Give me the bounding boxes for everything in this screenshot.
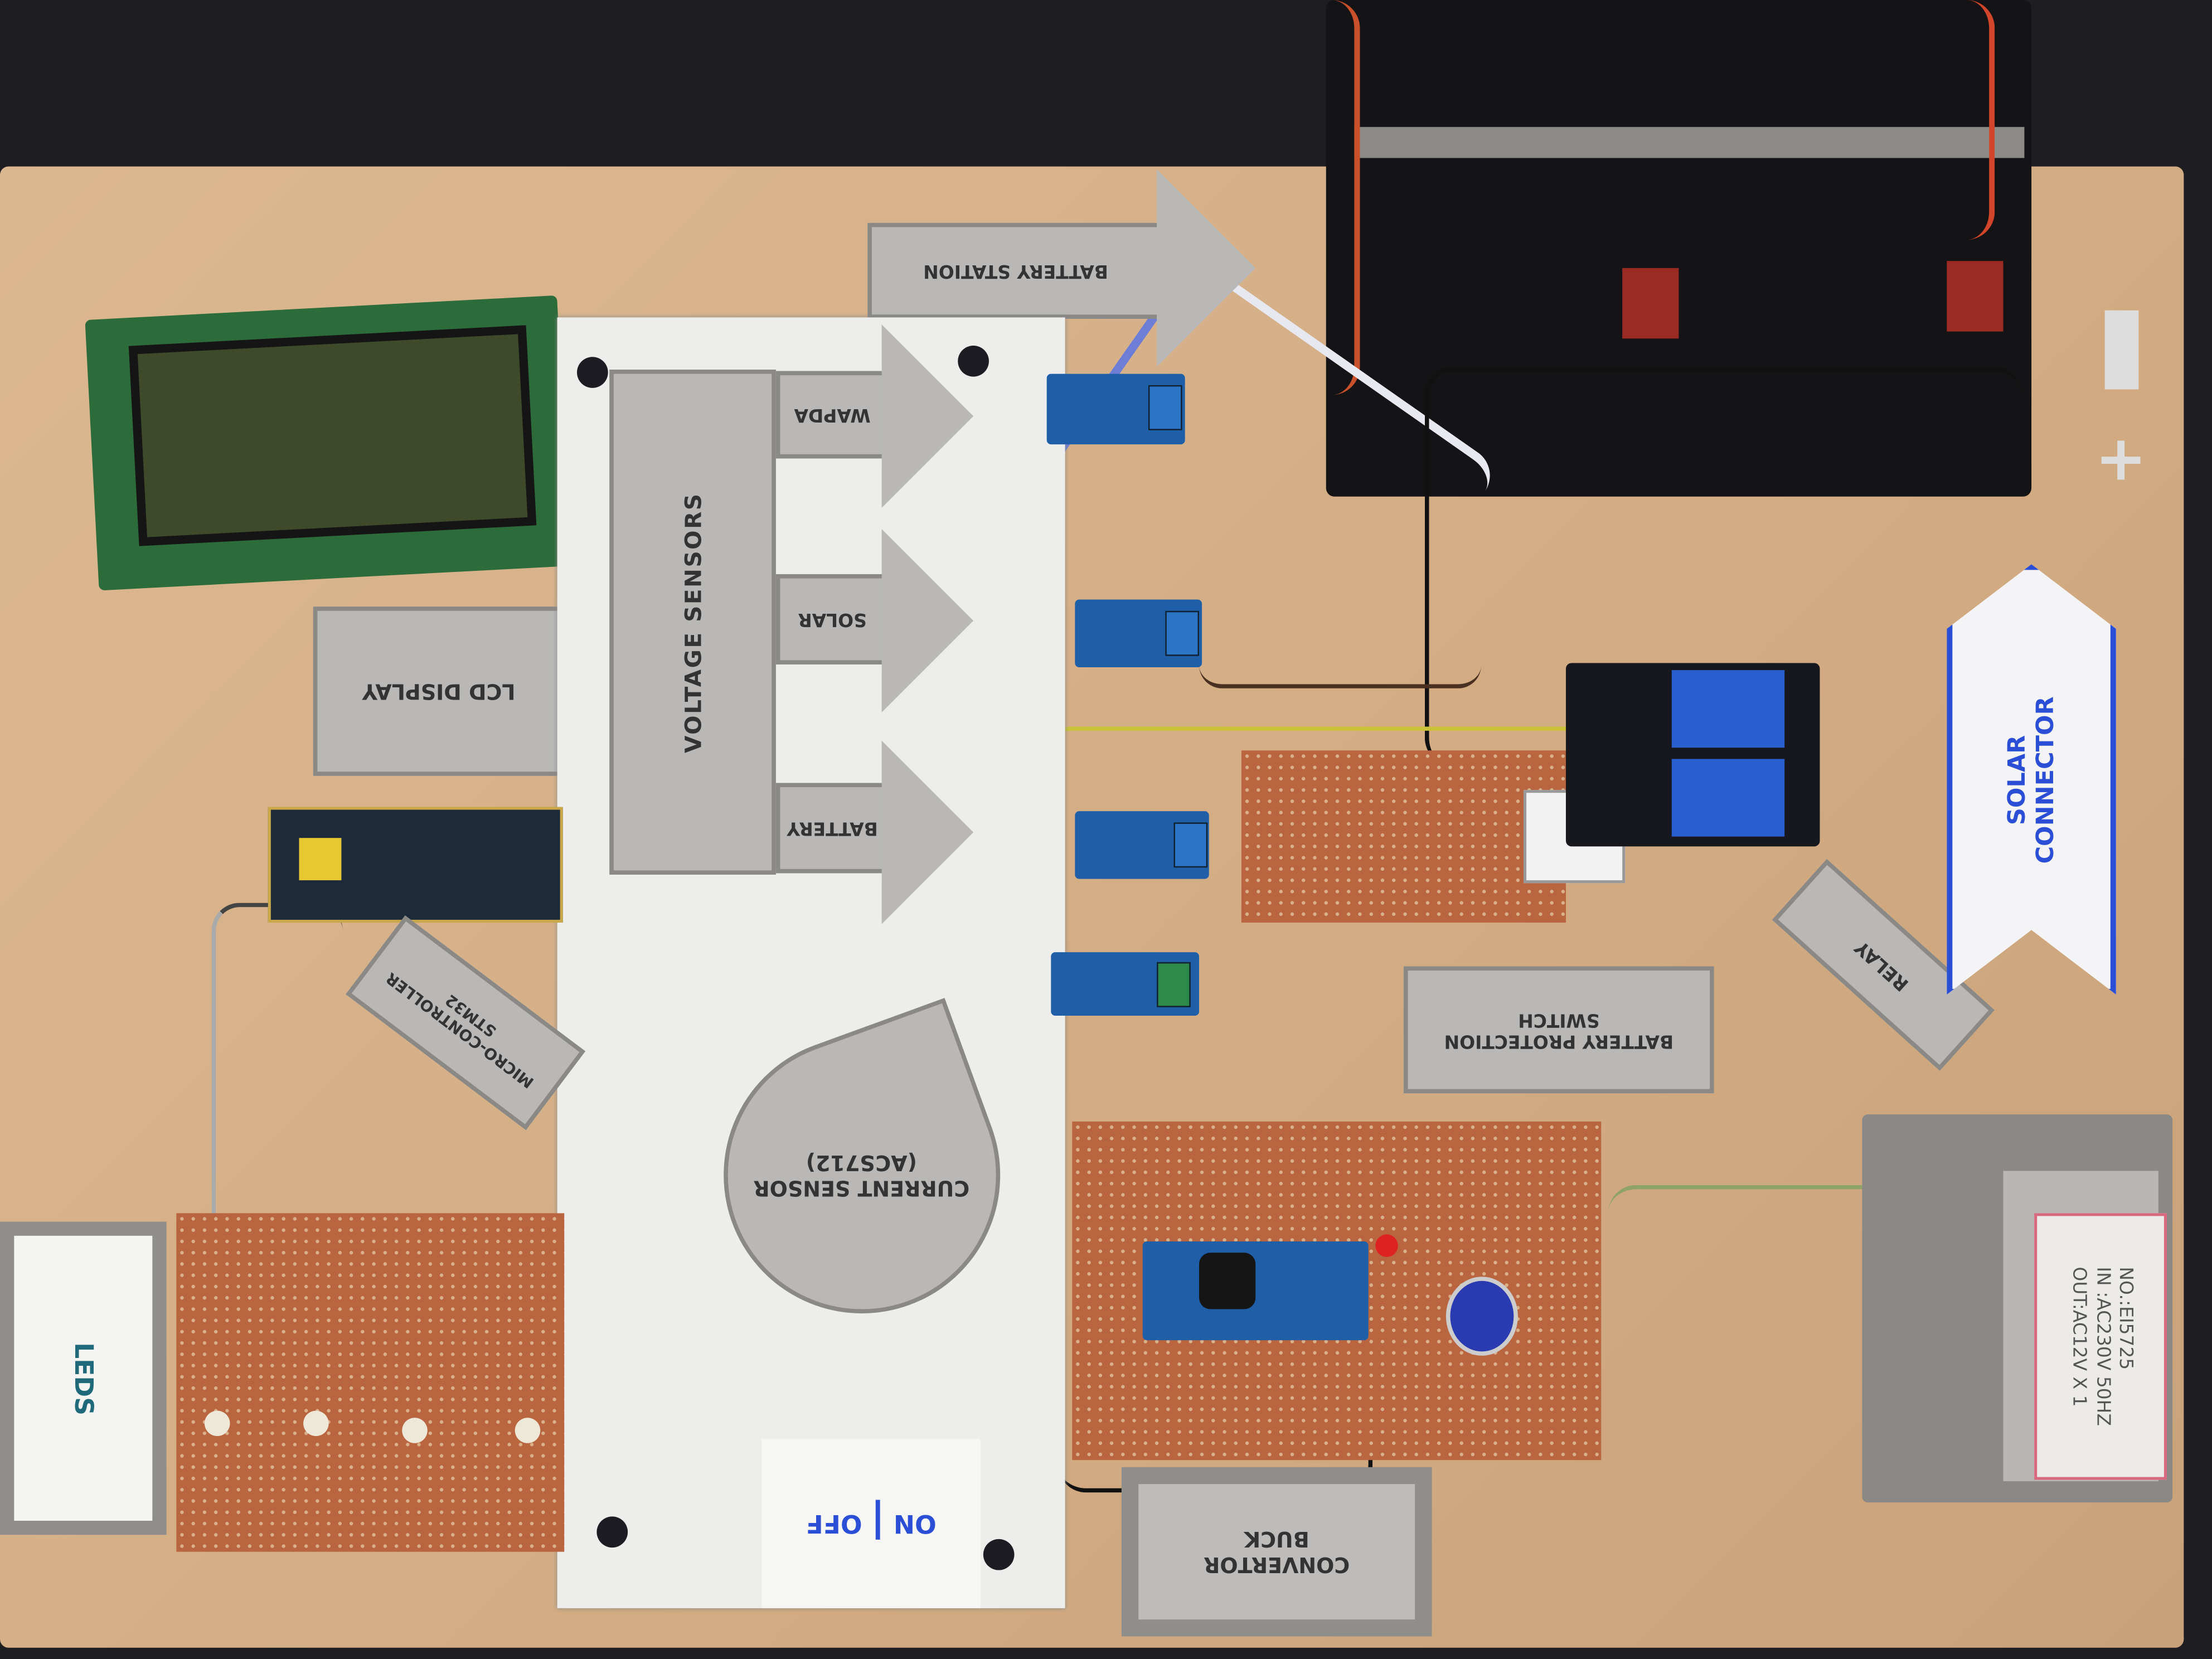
current-sensor-drop: CURRENT SENSOR (ACS712) [685,998,1040,1352]
led [402,1418,428,1443]
relay [1671,670,1785,748]
wapda-text: WAPDA [794,404,871,425]
lcd-display-label: LCD DISPLAY [313,607,565,776]
led [303,1410,329,1437]
battery-arrow: BATTERY [775,783,889,874]
arrow-head [1157,169,1256,367]
transformer-model: NO.:EI5725 [2113,1267,2135,1370]
lcd-display-text: LCD DISPLAY [362,678,516,704]
power-switch-label[interactable]: ON | OFF [761,1439,981,1608]
buck-converter-module [1142,1241,1369,1341]
battery-protection-text: BATTERY PROTECTION [1444,1030,1674,1051]
lcd-screen [128,325,537,546]
buck-perfboard [1072,1121,1602,1461]
solar-arrow: SOLAR [775,574,889,664]
battery-terminal [1947,261,2004,332]
battery-strap [1354,127,2025,158]
transformer-output: OUT:AC12V X 1 [2068,1267,2089,1407]
minus-sign: - [2104,310,2139,390]
wapda-arrow: WAPDA [775,371,889,459]
capacitor [1445,1277,1518,1356]
current-sensor-module [1051,952,1200,1016]
main-panel-paper: VOLTAGE SENSORS WAPDA SOLAR BATTERY CURR… [557,317,1065,1608]
relay-text: RELAY [1852,935,1914,995]
on-text: ON [893,1508,937,1539]
transformer-input: IN :AC230V 50HZ [2090,1267,2112,1427]
screw-hole [596,1516,628,1548]
plus-sign: + [2094,423,2147,496]
current-sensor-text: CURRENT SENSOR [754,1175,971,1201]
red-led [1375,1234,1398,1257]
jumper [299,838,342,881]
solar-connector-text-2: CONNECTOR [2031,696,2060,864]
voltage-sensors-text: VOLTAGE SENSORS [679,492,706,753]
leds-label: LEDS [0,1221,167,1535]
battery-station-text: BATTERY STATION [923,260,1108,282]
voltage-sensor-module [1046,373,1185,445]
led [204,1410,230,1437]
voltage-sensors-block: VOLTAGE SENSORS [609,370,776,875]
relay [1671,759,1785,837]
transformer: NO.:EI5725 IN :AC230V 50HZ OUT:AC12V X 1 [1862,1114,2173,1503]
battery [1326,0,2032,497]
buck-text-2: CONVERTOR [1204,1551,1350,1578]
led-perfboard [176,1213,565,1552]
solar-connector-text: SOLAR [2003,734,2032,824]
leds-text: LEDS [68,1342,98,1415]
arrow-head [881,740,974,924]
battery-protection-label: BATTERY PROTECTION SWITCH [1403,966,1714,1094]
buck-converter-label: CONVERTOR BUCK [1121,1467,1432,1637]
screw-hole [983,1539,1015,1570]
battery-terminal [1622,268,1679,339]
solar-connector-label: SOLAR CONNECTOR [1947,564,2116,995]
screw-hole [577,357,608,388]
relay-module [1565,663,1820,847]
off-text: OFF [806,1508,862,1539]
stm32-board [268,807,563,923]
led [515,1418,541,1443]
switch-text: SWITCH [1518,1008,1600,1030]
voltage-sensor-module [1075,599,1202,667]
lcd-module [85,295,571,591]
solar-text: SOLAR [798,608,867,630]
arrow-head [881,528,974,712]
transformer-label: NO.:EI5725 IN :AC230V 50HZ OUT:AC12V X 1 [2034,1213,2167,1480]
protection-perfboard [1241,750,1626,923]
battery-text: BATTERY [787,817,878,839]
current-sensor-model: (ACS712) [806,1149,918,1175]
battery-station-label: BATTERY STATION [867,222,1164,319]
voltage-sensor-module [1075,811,1209,879]
buck-text: BUCK [1244,1526,1309,1552]
arrow-head [881,324,974,508]
